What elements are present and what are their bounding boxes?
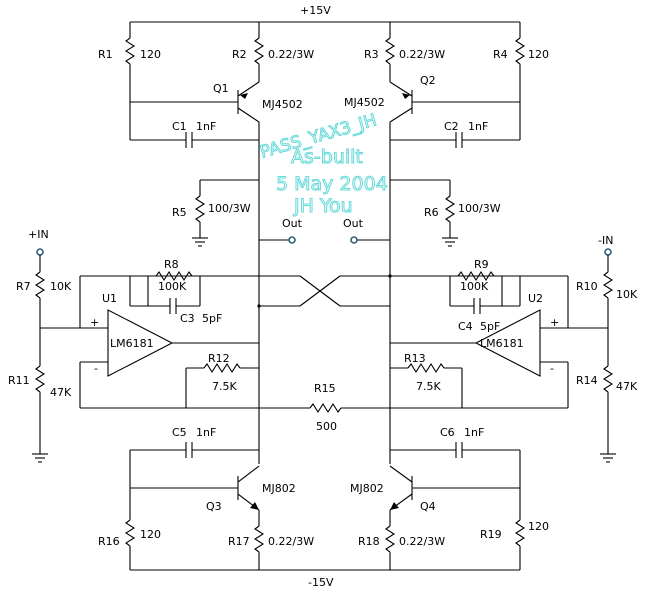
out-right-label: Out [343,217,364,230]
u1-label: U1 [102,292,117,305]
top-right-stage: Out [343,22,526,247]
c1-value: 1nF [196,120,216,133]
c5-label: C5 [172,426,187,439]
r11-label: R11 [8,374,30,387]
r5-value: 100/3W [208,202,251,215]
r7-value: 10K [50,280,72,293]
r19-value: 120 [528,520,549,533]
r17-value: 0.22/3W [268,535,314,548]
r3-value: 0.22/3W [399,48,445,61]
component-labels: R1 120 R2 0.22/3W R3 0.22/3W R4 120 Q1 M… [8,48,638,548]
r9-label: R9 [474,258,489,271]
feedback-network [40,240,608,464]
c1-label: C1 [172,120,187,133]
r15-label: R15 [314,382,336,395]
u2-label: U2 [528,292,543,305]
r5-label: R5 [172,206,187,219]
q4-label: Q4 [420,500,436,513]
stamp-line-2: As-built [291,146,363,168]
q2-value: MJ4502 [344,96,385,109]
left-input-network: +IN [28,228,49,463]
c6-label: C6 [440,426,455,439]
c2-value: 1nF [468,120,488,133]
q1-label: Q1 [213,82,229,95]
u2-value: LM6181 [480,337,524,350]
r10-value: 10K [616,288,638,301]
out-left-terminal [288,236,296,244]
q1-value: MJ4502 [262,98,303,111]
u1-minus: - [94,362,98,375]
r7-label: R7 [16,280,31,293]
u1-opamp-symbol [107,309,174,377]
r12-value: 7.5K [212,380,237,393]
q3-emitter-arrow [250,502,259,510]
r9-value: 100K [460,280,489,293]
q2-label: Q2 [420,74,436,87]
r18-value: 0.22/3W [399,535,445,548]
r18-label: R18 [358,535,380,548]
r16-label: R16 [98,535,120,548]
q1-emitter-arrow [240,93,248,99]
r17-label: R17 [228,535,250,548]
neg-input-terminal [604,248,612,256]
c4-label: C4 [458,320,473,333]
stamp-line-4: JH You [293,195,353,217]
c5-value: 1nF [196,426,216,439]
q2-emitter-arrow [402,93,410,99]
r15-value: 500 [316,420,337,433]
c6-value: 1nF [464,426,484,439]
r1-value: 120 [140,48,161,61]
r6-label: R6 [424,206,439,219]
r13-label: R13 [404,352,426,365]
r10-label: R10 [576,280,598,293]
c3-label: C3 [180,312,195,325]
q4-emitter-arrow [390,502,399,510]
out-left-label: Out [282,217,303,230]
u2-opamp-symbol [474,309,541,377]
r8-label: R8 [164,258,179,271]
bottom-right-stage [384,442,526,570]
r16-value: 120 [140,528,161,541]
c2-label: C2 [444,120,459,133]
bottom-left-stage [124,442,265,570]
r14-value: 47K [616,380,638,393]
pos-input-label: +IN [28,228,49,241]
negative-rail-label: -15V [308,576,334,589]
r1-label: R1 [98,48,113,61]
asbuilt-stamp: PASS_YAX3_JH As-built 5 May 2004 JH You [257,110,388,218]
r2-value: 0.22/3W [268,48,314,61]
q3-value: MJ802 [262,482,296,495]
positive-rail-label: +15V [300,4,331,17]
r3-label: R3 [364,48,379,61]
out-right-terminal [350,236,358,244]
right-input-network: -IN [598,234,616,463]
supply-rails: +15V -15V [130,4,520,589]
r4-value: 120 [528,48,549,61]
neg-input-label: -IN [598,234,613,247]
u1-value: LM6181 [110,337,154,350]
u2-minus: - [550,362,554,375]
c4-value: 5pF [480,320,500,333]
pos-input-terminal [36,248,44,256]
r8-value: 100K [158,280,187,293]
r14-label: R14 [576,374,598,387]
u1-plus: + [90,316,99,329]
r19-label: R19 [480,528,502,541]
r6-value: 100/3W [458,202,501,215]
u2-plus: + [550,316,559,329]
q3-label: Q3 [206,500,222,513]
r2-label: R2 [232,48,247,61]
stamp-line-3: 5 May 2004 [276,173,388,195]
q4-value: MJ802 [350,482,384,495]
r4-label: R4 [493,48,508,61]
r12-label: R12 [208,352,230,365]
c3-value: 5pF [202,312,222,325]
top-left-stage: Out [124,22,303,247]
r11-value: 47K [50,386,72,399]
r13-value: 7.5K [416,380,441,393]
